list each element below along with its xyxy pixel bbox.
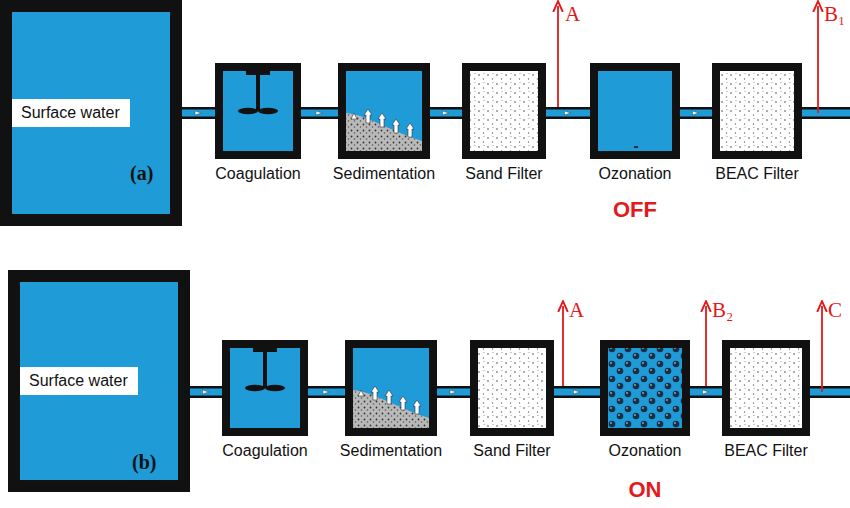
pipe xyxy=(189,392,223,393)
pipe-wall xyxy=(190,386,222,398)
pipe-water xyxy=(181,110,216,117)
sample-point: A xyxy=(569,298,584,323)
pipe-water xyxy=(545,110,591,117)
pipe-wall xyxy=(301,107,338,119)
status-label: ON xyxy=(629,477,662,503)
process-box: Coagulation xyxy=(222,340,308,436)
process-label: BEAC Filter xyxy=(724,442,808,460)
pipe-water xyxy=(189,389,223,396)
process-box: BEAC Filter xyxy=(722,340,810,436)
source-tank: Surface water (a) xyxy=(0,0,182,226)
process-label: Sedimentation xyxy=(333,165,435,183)
source-tank: Surface water (b) xyxy=(8,270,190,492)
pipe-water xyxy=(307,389,346,396)
pipe-water xyxy=(436,389,471,396)
process-box: BEAC Filter xyxy=(712,63,802,159)
sample-point: A xyxy=(565,2,580,27)
pipe-water xyxy=(300,110,339,117)
pipe-wall xyxy=(430,107,462,119)
sample-point: C xyxy=(828,298,842,323)
process-box: Sand Filter xyxy=(470,340,554,436)
panel-tag: (b) xyxy=(132,451,156,474)
pipe-water xyxy=(689,389,723,396)
pipe xyxy=(679,113,713,114)
pipe xyxy=(300,113,339,114)
process-label: Sedimentation xyxy=(340,442,442,460)
process-box: Sedimentation xyxy=(345,340,437,436)
process-label: Sand Filter xyxy=(473,442,550,460)
pipe xyxy=(307,392,346,393)
pipe-wall xyxy=(437,386,470,398)
process-box: Ozonation xyxy=(600,340,690,436)
process-label: Ozonation xyxy=(599,165,672,183)
pipe xyxy=(429,113,463,114)
process-label: Ozonation xyxy=(609,442,682,460)
process-box: Ozonation xyxy=(590,63,680,159)
process-box: Coagulation xyxy=(215,63,301,159)
pipe-wall xyxy=(690,386,722,398)
pipe-wall xyxy=(680,107,712,119)
pipe-water xyxy=(679,110,713,117)
process-label: Coagulation xyxy=(222,442,307,460)
sample-point: B₂ xyxy=(712,298,733,323)
process-label: Sand Filter xyxy=(465,165,542,183)
pipe-wall xyxy=(182,107,215,119)
source-label: Surface water xyxy=(20,367,138,395)
process-label: BEAC Filter xyxy=(715,165,799,183)
pipe xyxy=(689,392,723,393)
sample-point: B₁ xyxy=(824,2,845,27)
pipe-wall xyxy=(554,386,600,398)
process-box: Sedimentation xyxy=(338,63,430,159)
pipe xyxy=(553,392,601,393)
pipe-wall xyxy=(308,386,345,398)
source-label: Surface water xyxy=(12,99,130,127)
pipe-wall xyxy=(546,107,590,119)
pipe-water xyxy=(429,110,463,117)
panel-tag: (a) xyxy=(130,162,153,185)
pipe xyxy=(436,392,471,393)
pipe xyxy=(181,113,216,114)
status-label: OFF xyxy=(613,197,657,223)
pipe-water xyxy=(553,389,601,396)
process-label: Coagulation xyxy=(215,165,300,183)
process-box: Sand Filter xyxy=(462,63,546,159)
pipe xyxy=(545,113,591,114)
